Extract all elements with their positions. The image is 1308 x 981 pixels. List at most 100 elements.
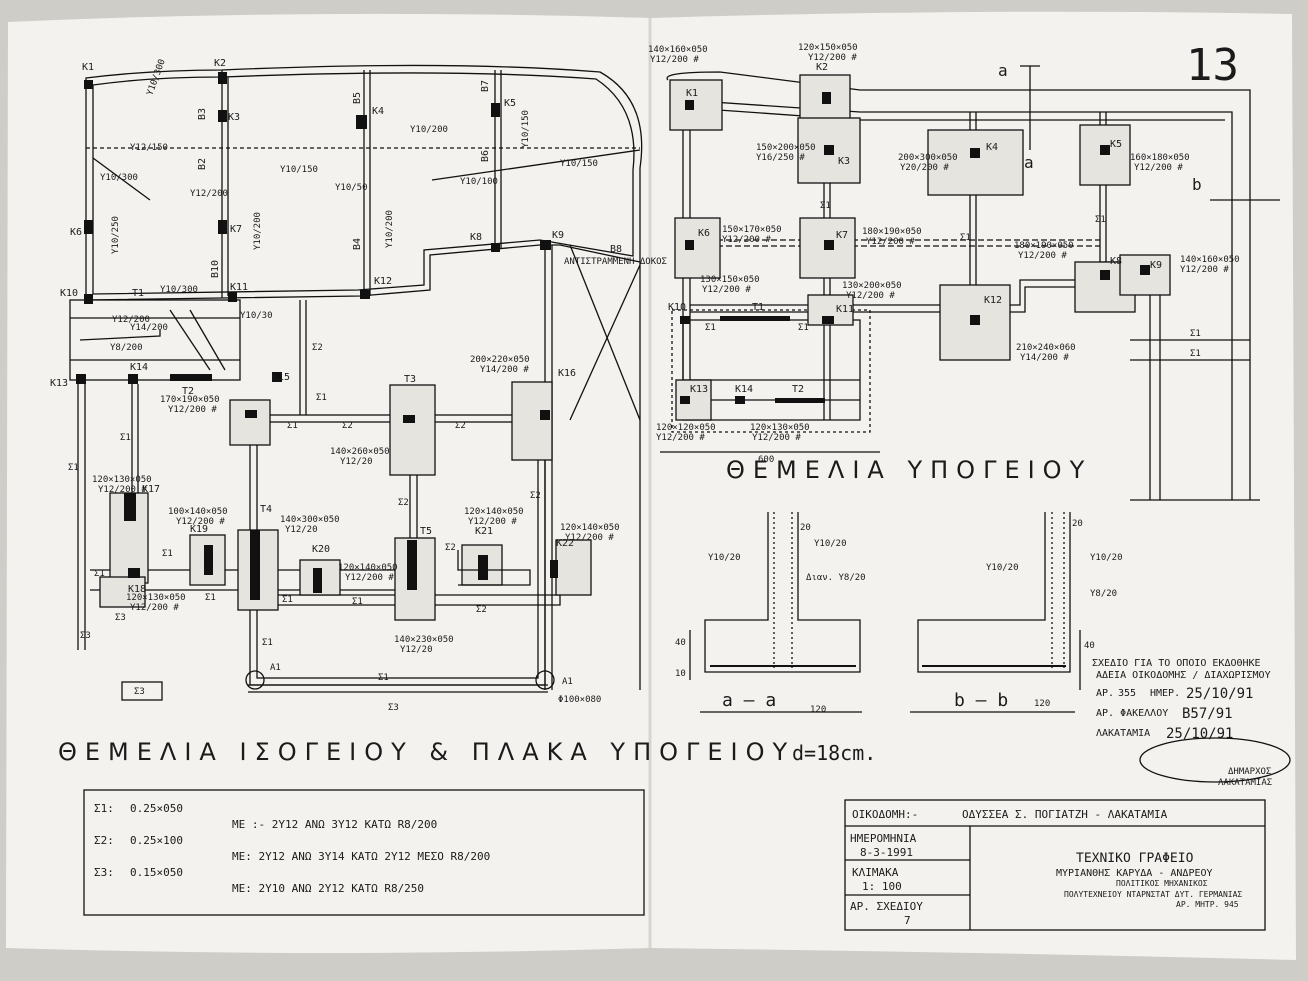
footing-rebar: Y12/200 # bbox=[1018, 251, 1067, 261]
section-width: 120 bbox=[1034, 699, 1050, 709]
strip-mark: Σ1 bbox=[1095, 215, 1106, 225]
col-label: K1 bbox=[686, 88, 698, 99]
footing-dim: 180×190×050 bbox=[862, 227, 922, 237]
section-note: 40 bbox=[1084, 641, 1095, 651]
scale-label: ΚΛΙΜΑΚΑ bbox=[852, 866, 899, 879]
building-value: ΟΔΥΣΣΕΑ Σ. ΠΟΓΙΑΤΖΗ - ΛΑΚΑΤΑΜΙΑ bbox=[962, 808, 1168, 821]
strip-mark: Σ3 bbox=[134, 687, 145, 697]
strip-mark: Σ1 bbox=[798, 323, 809, 333]
strip-mark: Σ1 bbox=[120, 433, 131, 443]
footing-rebar: Y12/200 # bbox=[130, 603, 179, 613]
col-label: K11 bbox=[230, 282, 248, 293]
date-label: ΗΜΕΡΟΜΗΝΙΑ bbox=[850, 832, 917, 845]
legend-dims: 0.25×050 bbox=[130, 802, 183, 815]
col-label: K12 bbox=[984, 295, 1002, 306]
legend-text: ΜΕ: 2Y12 ΑΝΩ 3Y14 ΚΑΤΩ 2Y12 ΜΕΣΟ R8/200 bbox=[232, 850, 490, 863]
footing-rebar: Y12/200 # bbox=[702, 285, 751, 295]
footing-rebar: Y12/200 # bbox=[1180, 265, 1229, 275]
section-note: Y10/20 bbox=[1090, 553, 1123, 563]
footing-dim: 150×200×050 bbox=[756, 143, 816, 153]
footing-rebar: Y12/200 # bbox=[565, 533, 614, 543]
right-columns bbox=[680, 92, 1150, 404]
col-label: K6 bbox=[70, 227, 82, 238]
section-title-bb: b — b bbox=[954, 690, 1008, 711]
beam-label: B2 bbox=[197, 158, 208, 170]
beam-label: T2 bbox=[182, 386, 194, 397]
section-note: Διαν. Y8/20 bbox=[806, 573, 866, 583]
retained-beam-note: ΑΝΤΙΣΤΡΑΜΜΕΝΗ ΔΟΚΟΣ bbox=[564, 257, 667, 267]
strip-mark: Σ1 bbox=[262, 638, 273, 648]
building-label: ΟΙΚΟΔΟΜΗ:- bbox=[852, 808, 918, 821]
col-label: K20 bbox=[312, 544, 330, 555]
beam-label: T1 bbox=[752, 302, 764, 313]
legend-text: ΜΕ: 2Y10 ΑΝΩ 2Y12 ΚΑΤΩ R8/250 bbox=[232, 882, 424, 895]
stamp-line: ΛΑΚΑΤΑΜΙΑΣ bbox=[1218, 778, 1272, 788]
strip-mark: Σ1 bbox=[94, 569, 105, 579]
col-label: K9 bbox=[1150, 260, 1162, 271]
footing-dim: 130×150×050 bbox=[700, 275, 760, 285]
footing-rebar: Y14/200 # bbox=[1020, 353, 1069, 363]
strip-mark: Σ1 bbox=[205, 593, 216, 603]
footing-rebar: Y20/200 # bbox=[900, 163, 949, 173]
footing-rebar: Y12/200 # bbox=[846, 291, 895, 301]
beam-label: B10 bbox=[210, 260, 221, 278]
rebar-note: Y10/100 bbox=[460, 177, 498, 187]
section-title-aa: a — a bbox=[722, 690, 776, 711]
col-label: K10 bbox=[668, 302, 686, 313]
footing-dim: 140×160×050 bbox=[648, 45, 708, 55]
footing-dim: 120×140×050 bbox=[464, 507, 524, 517]
rebar-note: Y10/150 bbox=[280, 165, 318, 175]
engineer-role: ΠΟΛΙΤΙΚΟΣ ΜΗΧΑΝΙΚΟΣ bbox=[1116, 879, 1208, 888]
engineer-school: ΠΟΛΥΤΕΧΝΕΙΟΥ ΝΤΑΡΝΣΤΑΤ ΔΥΤ. ΓΕΡΜΑΝΙΑΣ bbox=[1064, 890, 1242, 899]
col-label: K21 bbox=[475, 526, 493, 537]
footing-rebar: Y12/200 # bbox=[752, 433, 801, 443]
section-note: Y8/20 bbox=[1090, 589, 1117, 599]
strip-mark: Σ2 bbox=[342, 421, 353, 431]
section-note: Y10/20 bbox=[814, 539, 847, 549]
legend-code: Σ2: bbox=[94, 834, 114, 847]
col-label: K8 bbox=[470, 232, 482, 243]
footing-dim: 210×240×060 bbox=[1016, 343, 1076, 353]
rebar-note: Y10/50 bbox=[335, 183, 368, 193]
footing-dim: 120×120×050 bbox=[656, 423, 716, 433]
strip-mark: Σ2 bbox=[445, 543, 456, 553]
legend-code: Σ1: bbox=[94, 802, 114, 815]
section-aa bbox=[689, 512, 862, 713]
beam-label: B4 bbox=[352, 238, 363, 250]
col-label: K5 bbox=[504, 98, 516, 109]
footing-dim: 120×130×050 bbox=[126, 593, 186, 603]
col-label: K3 bbox=[838, 156, 850, 167]
footing-dim: 120×150×050 bbox=[798, 43, 858, 53]
stamp-line: ΔΗΜΑΡΧΟΣ bbox=[1228, 767, 1271, 777]
col-label: K22 bbox=[556, 538, 574, 549]
col-label: K14 bbox=[735, 384, 753, 395]
col-label: K12 bbox=[374, 276, 392, 287]
approval-place: ΛΑΚΑΤΑΜΙΑ bbox=[1096, 728, 1150, 739]
rebar-note: Y10/150 bbox=[521, 110, 531, 148]
footing-rebar: Y12/200 # bbox=[345, 573, 394, 583]
col-label: K2 bbox=[816, 62, 828, 73]
col-label: K13 bbox=[50, 378, 68, 389]
strip-mark: Σ2 bbox=[530, 491, 541, 501]
footing-rebar: Y12/200 # bbox=[98, 485, 147, 495]
strip-mark: Σ1 bbox=[705, 323, 716, 333]
drawing-label: ΑΡ. ΣΧΕΔΙΟΥ bbox=[850, 900, 923, 913]
strip-mark: Σ1 bbox=[282, 595, 293, 605]
col-label: K17 bbox=[142, 484, 160, 495]
approval-place-date: 25/10/91 bbox=[1166, 726, 1233, 742]
strip-mark: Σ3 bbox=[388, 703, 399, 713]
col-label: K13 bbox=[690, 384, 708, 395]
approval-file-value: B57/91 bbox=[1182, 706, 1233, 722]
footing-dim: 150×170×050 bbox=[722, 225, 782, 235]
strip-mark: Σ2 bbox=[312, 343, 323, 353]
pile-mark: Α1 bbox=[270, 663, 281, 673]
beam-label: B5 bbox=[352, 92, 363, 104]
rebar-note: Y12/200 bbox=[190, 189, 228, 199]
footing-rebar: Y12/200 # bbox=[176, 517, 225, 527]
col-label: K4 bbox=[372, 106, 384, 117]
section-mark: b bbox=[1192, 175, 1202, 194]
beam-label: B8 bbox=[610, 244, 622, 255]
strip-mark: Σ3 bbox=[115, 613, 126, 623]
pile-mark: Α1 bbox=[562, 677, 573, 687]
footing-dim: 120×140×050 bbox=[560, 523, 620, 533]
